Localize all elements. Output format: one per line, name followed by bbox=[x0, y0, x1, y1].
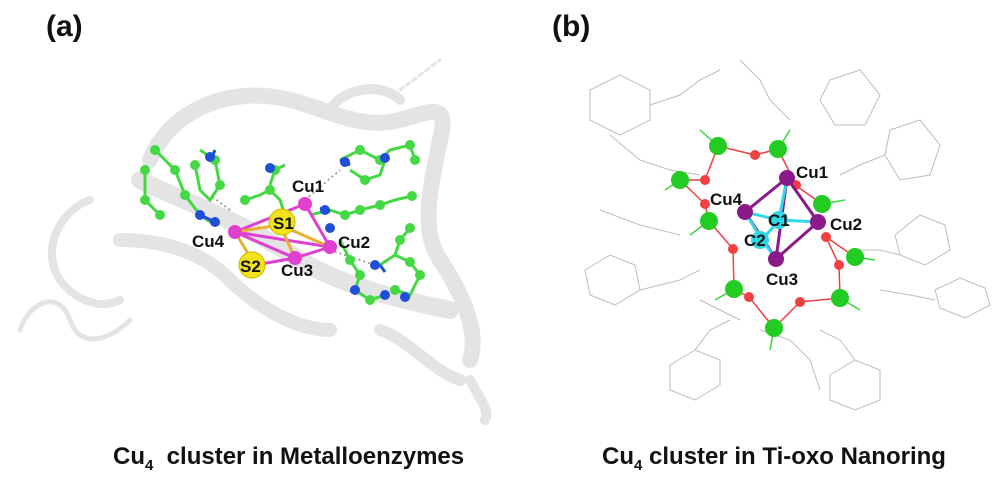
nitrogen-atoms-a bbox=[195, 152, 410, 302]
caption-b-rest: cluster in Ti-oxo Nanoring bbox=[642, 443, 946, 470]
atom-label-a-cu2: Cu2 bbox=[338, 233, 370, 252]
atom-label-a-cu3: Cu3 bbox=[281, 261, 313, 280]
caption-a: Cu4 cluster in Metalloenzymes bbox=[113, 443, 464, 474]
ti-o-bonds bbox=[664, 129, 876, 351]
caption-a-rest: cluster in Metalloenzymes bbox=[153, 443, 465, 470]
caption-a-subscript: 4 bbox=[145, 456, 154, 474]
caption-a-prefix: Cu bbox=[113, 443, 145, 470]
atom-label-a-s2: S2 bbox=[240, 257, 261, 276]
copper-atoms-b bbox=[737, 170, 826, 267]
atom-label-b-cu2: Cu2 bbox=[830, 215, 862, 234]
protein-ribbon bbox=[17, 58, 492, 425]
caption-b-subscript: 4 bbox=[634, 456, 643, 474]
panel-a-label: (a) bbox=[46, 10, 83, 43]
copper-atoms-a bbox=[228, 197, 337, 265]
oxygen-atoms bbox=[700, 150, 844, 307]
atom-label-b-cu1: Cu1 bbox=[796, 163, 828, 182]
carbon-atoms-a bbox=[140, 140, 425, 305]
caption-b-prefix: Cu bbox=[602, 443, 634, 470]
coordination-dots bbox=[209, 169, 376, 266]
sulfur-atoms bbox=[238, 208, 296, 279]
atom-label-a-cu4: Cu4 bbox=[192, 232, 225, 251]
phenyl-wireframe bbox=[584, 59, 991, 411]
atom-label-b-c2: C2 bbox=[744, 231, 766, 250]
atom-label-b-cu3: Cu3 bbox=[766, 270, 798, 289]
atom-label-b-c1: C1 bbox=[768, 211, 790, 230]
titanium-atoms bbox=[671, 137, 864, 337]
carbon-atoms-b bbox=[751, 211, 788, 249]
atom-label-a-s1: S1 bbox=[273, 214, 294, 233]
panel-b-label: (b) bbox=[552, 10, 591, 43]
atom-label-b-cu4: Cu4 bbox=[710, 190, 743, 209]
atom-label-a-cu1: Cu1 bbox=[292, 177, 324, 196]
caption-b: Cu4 cluster in Ti-oxo Nanoring bbox=[602, 443, 946, 474]
